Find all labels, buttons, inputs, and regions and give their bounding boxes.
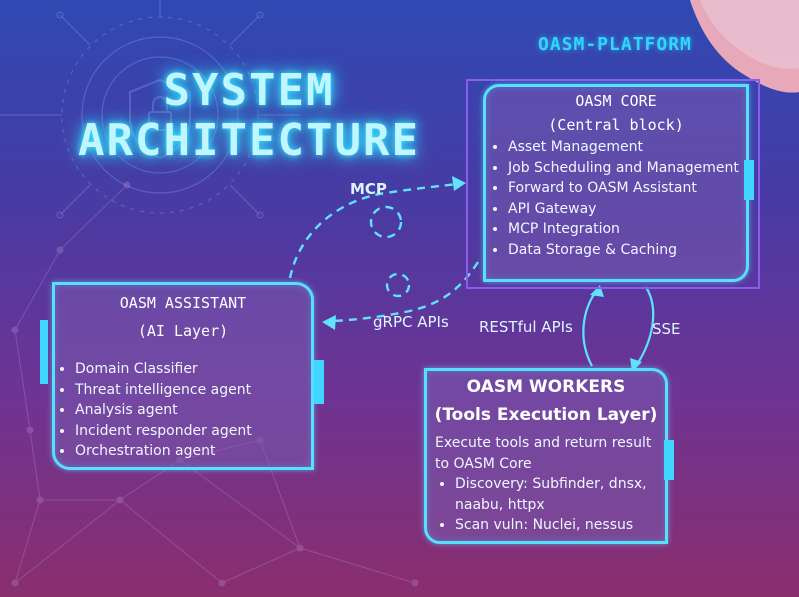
grpc-label: gRPC APIs <box>373 313 449 331</box>
list-item: MCP Integration <box>508 219 746 240</box>
restful-label: RESTful APIs <box>479 318 573 336</box>
oasm-core-box: OASM CORE (Central block) Asset Manageme… <box>483 84 749 282</box>
workers-description: Execute tools and return result to OASM … <box>435 435 652 472</box>
list-item: Asset Management <box>508 137 746 158</box>
grpc-connector <box>331 261 480 323</box>
workers-title: OASM WORKERS <box>466 377 626 397</box>
brand-label: OASM-PLATFORM <box>538 34 692 55</box>
core-subtitle: (Central block) <box>548 116 684 134</box>
list-item: Scan vuln: Nuclei, nessus <box>455 515 665 536</box>
workers-list: Discovery: Subfinder, dnsx, naabu, httpx… <box>427 474 665 536</box>
core-title: OASM CORE <box>575 92 657 110</box>
list-item: Data Storage & Caching <box>508 240 746 261</box>
list-item: Threat intelligence agent <box>75 380 311 401</box>
oasm-workers-box: OASM WORKERS (Tools Execution Layer) Exe… <box>424 368 668 544</box>
corner-shape-decoration <box>690 0 799 93</box>
core-selection-frame <box>466 79 760 289</box>
shield-icon <box>129 78 191 160</box>
arrow-head-icon <box>322 315 336 330</box>
workers-subtitle: (Tools Execution Layer) <box>434 405 658 425</box>
list-item: Domain Classifier <box>75 359 311 380</box>
list-item: Forward to OASM Assistant <box>508 178 746 199</box>
page-title-line1: SYSTEM <box>163 65 335 116</box>
sse-connector <box>635 286 655 367</box>
arrow-head-icon <box>452 176 466 191</box>
page-title-line2: ARCHITECTURE <box>78 115 420 166</box>
assistant-subtitle: (AI Layer) <box>137 322 229 340</box>
list-item: Analysis agent <box>75 400 311 421</box>
assistant-side-strip <box>314 360 324 404</box>
assistant-list: Domain Classifier Threat intelligence ag… <box>55 359 311 462</box>
sse-label: SSE <box>652 320 681 338</box>
mcp-label: MCP <box>350 180 387 198</box>
core-side-strip <box>744 160 754 200</box>
list-item: Job Scheduling and Management <box>508 158 746 179</box>
list-item: API Gateway <box>508 199 746 220</box>
assistant-title: OASM ASSISTANT <box>119 294 247 312</box>
assistant-left-strip <box>40 320 48 384</box>
restful-connector <box>582 289 598 367</box>
list-item: Discovery: Subfinder, dnsx, naabu, httpx <box>455 474 665 515</box>
list-item: Incident responder agent <box>75 421 311 442</box>
list-item: Orchestration agent <box>75 441 311 462</box>
core-list: Asset Management Job Scheduling and Mana… <box>486 137 746 260</box>
oasm-assistant-box: OASM ASSISTANT (AI Layer) Domain Classif… <box>52 282 314 470</box>
page-title: SYSTEM ARCHITECTURE <box>44 66 454 166</box>
workers-side-strip <box>664 440 674 480</box>
mcp-connector <box>288 182 459 279</box>
